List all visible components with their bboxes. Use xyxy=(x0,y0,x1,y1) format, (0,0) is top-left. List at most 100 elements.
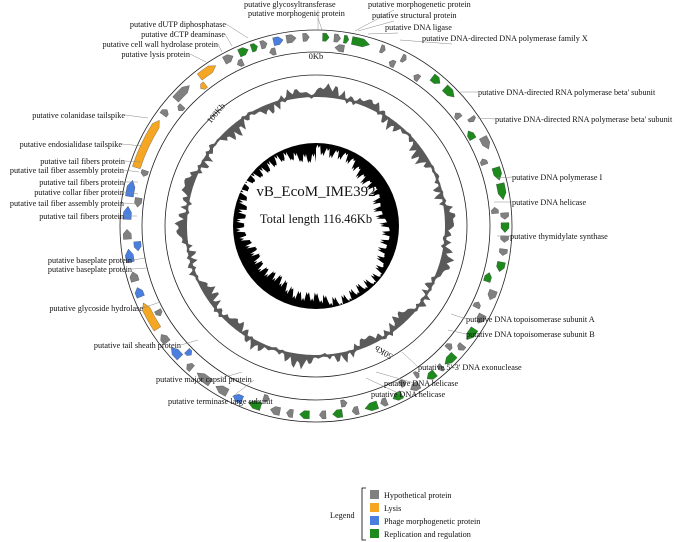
gene-label: putative DNA helicase xyxy=(512,198,586,207)
gene-arrow xyxy=(399,53,407,63)
gene-label: putative DNA helicase xyxy=(384,379,458,388)
gene-label: putative DNA-directed RNA polymerase bet… xyxy=(478,88,656,97)
gene-arrow xyxy=(125,248,135,263)
gene-label: putative tail fiber assembly protein xyxy=(10,166,124,175)
gene-arrow xyxy=(133,241,142,252)
gene-arrow xyxy=(196,372,213,387)
leader-line xyxy=(357,20,395,32)
leader-line xyxy=(189,53,207,63)
leader-line xyxy=(450,313,467,320)
gene-arrow xyxy=(380,397,389,407)
inner-rings xyxy=(164,74,468,378)
gene-label: putative DNA topoisomerase subunit B xyxy=(466,330,595,339)
tick-label-0kb: 0Kb xyxy=(309,51,324,61)
legend-item-morphogenetic: Phage morphogenetic protein xyxy=(370,516,480,526)
leader-line xyxy=(375,371,415,384)
gene-arrow xyxy=(483,272,492,283)
gene-arrow xyxy=(351,406,360,416)
gene-label: putative 5'-3' DNA exonuclease xyxy=(418,363,522,372)
gene-arrow xyxy=(142,302,162,332)
gene-arrow xyxy=(472,301,481,310)
tick-label-50kb: 50Kb xyxy=(373,344,394,362)
gene-arrow xyxy=(270,406,281,416)
legend-swatch-morphogenetic xyxy=(370,516,379,525)
leader-line xyxy=(495,176,513,179)
gene-arrow xyxy=(237,58,245,67)
gene-arrow xyxy=(392,390,404,401)
gene-arrow xyxy=(491,207,499,214)
legend-label-hypothetical: Hypothetical protein xyxy=(384,491,452,500)
leader-line xyxy=(124,160,141,163)
leader-line xyxy=(365,377,401,395)
leader-line xyxy=(367,32,399,35)
gene-arrow xyxy=(285,34,297,44)
gene-arrow xyxy=(129,271,140,283)
gene-arrow xyxy=(476,312,487,324)
leader-line xyxy=(447,329,467,335)
gene-arrow xyxy=(159,109,169,118)
gene-arrow xyxy=(388,59,397,68)
gene-label: putative DNA helicase xyxy=(371,390,445,399)
gene-arrow xyxy=(134,287,145,299)
gene-arrow xyxy=(480,158,489,166)
outer-ring-inner-edge xyxy=(141,51,491,401)
gene-arrow xyxy=(479,135,490,150)
legend-swatch-hypothetical xyxy=(370,490,379,499)
leader-line xyxy=(123,191,139,195)
gene-labels: putative glycosyltransferase putative mo… xyxy=(10,0,673,406)
gene-arrow xyxy=(222,54,234,65)
gene-arrow xyxy=(319,410,327,420)
tick-label-100kb: 100Kb xyxy=(204,101,227,125)
gene-arrow xyxy=(334,44,345,53)
gene-arrow xyxy=(269,47,277,56)
gene-arrow xyxy=(457,342,467,351)
leader-line xyxy=(477,117,496,120)
gene-arrow xyxy=(410,380,422,391)
gene-arrow xyxy=(496,182,507,200)
gene-arrow xyxy=(132,120,160,169)
gene-label: putative glycoside hydrolase xyxy=(49,304,143,313)
genome-name: vB_EcoM_IME392 xyxy=(256,184,375,200)
legend-bracket xyxy=(361,487,366,541)
leader-line xyxy=(317,17,323,31)
gene-arrow xyxy=(122,205,132,220)
gene-label: putative DNA-directed RNA polymerase bet… xyxy=(495,115,673,124)
leader-line xyxy=(401,351,419,368)
legend-item-replication: Replication and regulation xyxy=(370,529,471,539)
gene-arrow xyxy=(467,115,476,123)
gene-label: putative colanidase tailspike xyxy=(32,111,125,120)
gene-label: putative lysis protein xyxy=(121,50,190,59)
gene-arrow xyxy=(172,85,190,103)
gene-label: putative major capsid protein xyxy=(156,375,252,384)
gene-arrow xyxy=(125,180,136,198)
leader-line xyxy=(231,379,255,398)
leader-line xyxy=(131,267,148,270)
gene-arrow xyxy=(200,81,208,90)
gene-label: putative DNA ligase xyxy=(385,23,452,32)
legend-swatch-lysis xyxy=(370,503,379,512)
gene-label: putative DNA polymerase I xyxy=(512,173,603,182)
gene-arrow xyxy=(134,197,143,208)
gene-arrow xyxy=(237,47,249,58)
gene-arrow xyxy=(429,73,441,84)
gene-arrow xyxy=(171,347,184,361)
gene-arrow xyxy=(322,32,330,42)
gene-arrow xyxy=(398,379,406,388)
gene-arrow xyxy=(426,369,438,380)
gene-label: putative thymidylate synthase xyxy=(510,232,608,241)
gene-arrow xyxy=(186,363,195,372)
gene-arrow xyxy=(123,229,132,240)
gene-label: putative DNA topoisomerase subunit A xyxy=(466,315,595,324)
leader-line xyxy=(217,43,223,53)
center-label: vB_EcoM_IME392 Total length 116.46Kb xyxy=(256,184,375,226)
gene-arrow xyxy=(333,33,341,43)
gene-arrow xyxy=(500,212,509,220)
leader-line xyxy=(224,33,233,47)
legend-label-replication: Replication and regulation xyxy=(384,530,471,539)
gene-label: putative tail fibers protein xyxy=(39,178,124,187)
gene-arrow xyxy=(412,371,420,379)
gene-arrow xyxy=(332,409,344,418)
gene-arrow xyxy=(500,222,510,233)
gc-skew-track xyxy=(236,144,390,306)
